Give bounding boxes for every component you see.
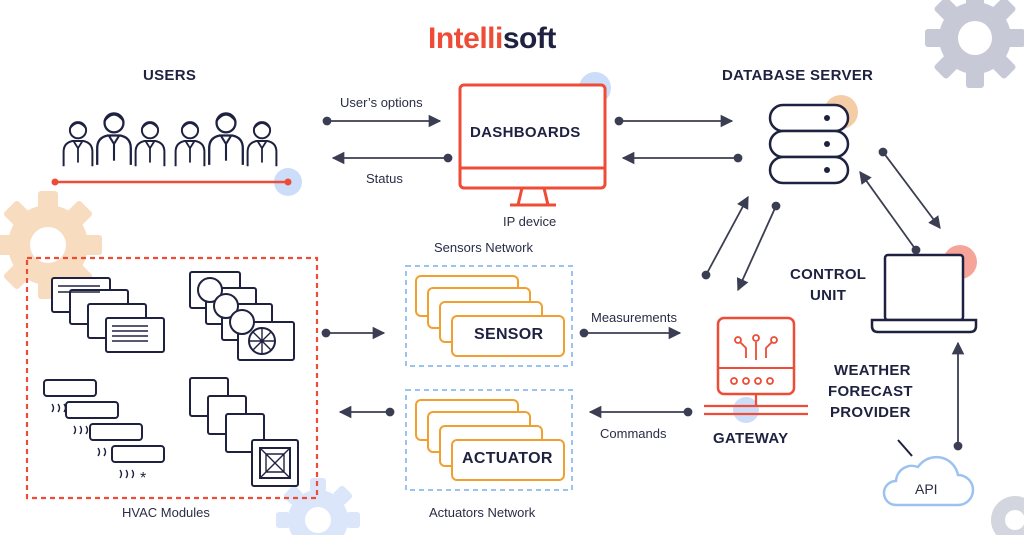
monitor-icon [458, 83, 607, 207]
users-heading: USERS [143, 67, 197, 84]
gateway-router-icon [704, 316, 808, 416]
gear-icon [991, 496, 1024, 535]
vent-grille-icon [189, 377, 299, 487]
logo-part-1: Intelli [428, 22, 503, 55]
actuators-network-label: Actuators Network [429, 505, 536, 520]
weather-line1: WEATHER [834, 362, 911, 379]
control-unit-line2: UNIT [810, 287, 847, 304]
hvac-modules-label: HVAC Modules [122, 505, 210, 520]
split-unit-icon: * [43, 379, 165, 487]
dashboards-label: DASHBOARDS [470, 124, 581, 141]
status-label: Status [366, 171, 403, 186]
air-conditioner-icon [51, 277, 165, 353]
gateway-label: GATEWAY [713, 430, 789, 447]
api-label: API [915, 481, 938, 497]
measurements-label: Measurements [591, 310, 677, 325]
gear-icon [276, 478, 360, 535]
sensor-label: SENSOR [474, 326, 544, 343]
sensors-network-label: Sensors Network [434, 240, 533, 255]
svg-text:*: * [140, 470, 146, 487]
sensor-stack [415, 275, 565, 357]
gear-icon [925, 0, 1024, 88]
brand-logo: Intellisoft [428, 22, 556, 56]
actuator-stack [415, 399, 565, 481]
database-server-heading: DATABASE SERVER [722, 67, 874, 84]
gear-icon [0, 191, 102, 299]
weather-line2: FORECAST [828, 383, 913, 400]
users-options-label: User’s options [340, 95, 423, 110]
database-server-icon [768, 103, 850, 185]
control-unit-line1: CONTROL [790, 266, 867, 283]
hvac-modules-box [25, 256, 319, 500]
weather-line3: PROVIDER [830, 404, 911, 421]
users-group-icon [51, 112, 292, 186]
cloud-icon [882, 455, 975, 507]
fan-unit-icon [189, 271, 295, 361]
ip-device-label: IP device [503, 214, 557, 229]
commands-label: Commands [600, 426, 667, 441]
laptop-icon [870, 253, 978, 334]
actuator-label: ACTUATOR [462, 450, 553, 467]
logo-part-2: soft [502, 22, 557, 55]
